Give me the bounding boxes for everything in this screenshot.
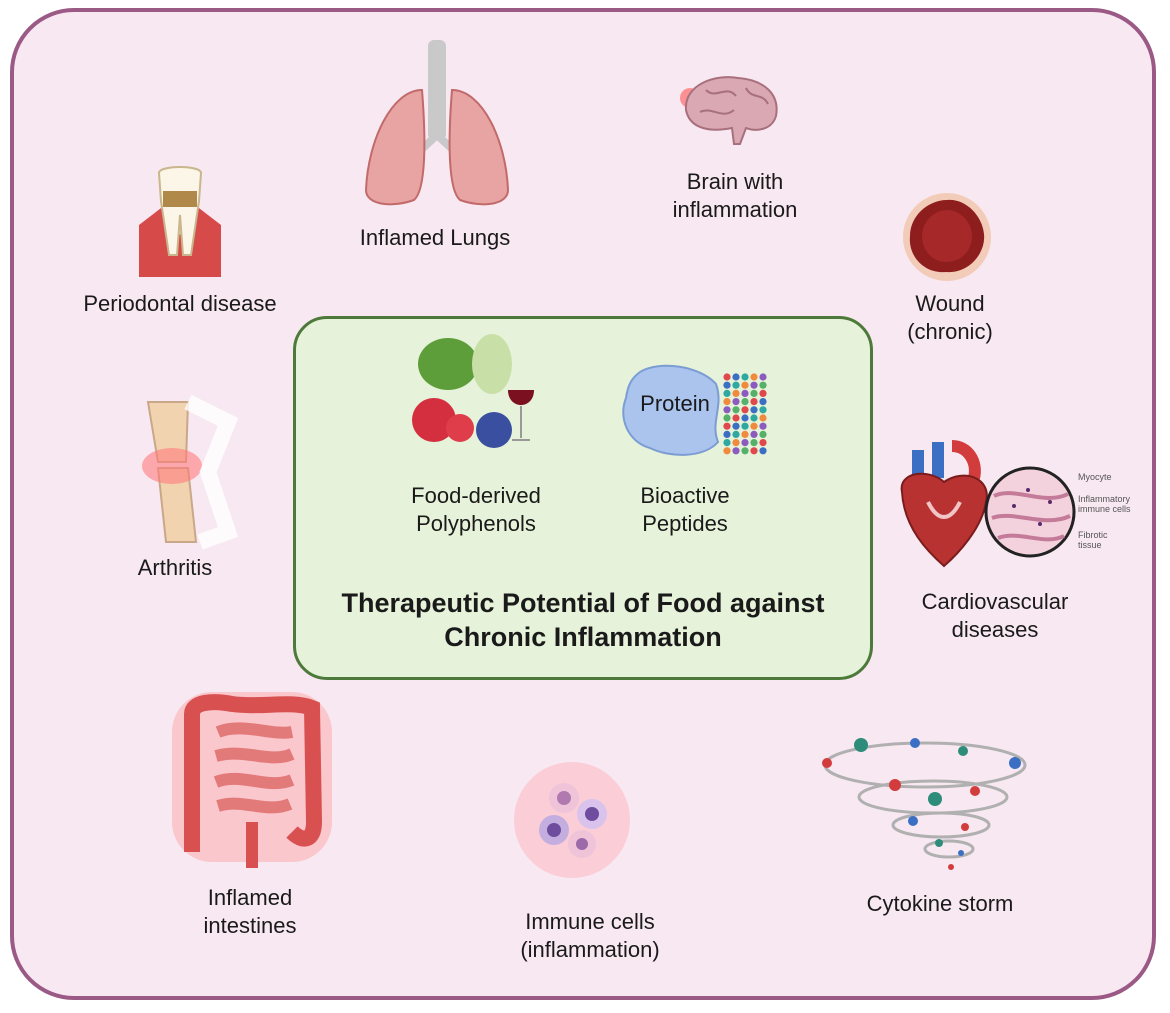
histology-label-myocyte: Myocyte [1078, 472, 1112, 482]
cardio-label: Cardiovascular diseases [921, 589, 1069, 642]
peptide-bead [750, 381, 758, 389]
histology-label-immune-cells: Inflammatory immune cells [1078, 494, 1131, 514]
protein-text: Protein [640, 391, 710, 416]
peptide-bead [732, 422, 740, 430]
peptide-bead [759, 373, 767, 381]
peptide-bead [723, 389, 731, 397]
peptides-label: Bioactive Peptides [640, 483, 730, 536]
peptide-bead [741, 381, 749, 389]
peptide-bead [732, 414, 740, 422]
immune-cells-icon [514, 762, 630, 878]
peptide-bead [741, 422, 749, 430]
peptide-bead [723, 398, 731, 406]
peptide-bead [741, 389, 749, 397]
peptide-bead [732, 381, 740, 389]
brain-icon [680, 76, 778, 145]
heart-icon [900, 440, 988, 568]
peptide-bead [750, 389, 758, 397]
peptide-bead [741, 373, 749, 381]
peptide-bead [723, 422, 731, 430]
cytokine-storm-icon [822, 738, 1027, 870]
peptide-bead [750, 373, 758, 381]
histology-label-fibrotic: Fibrotic tissue [1078, 530, 1108, 550]
knee-joint-icon [142, 394, 239, 550]
peptide-bead [723, 430, 731, 438]
center-panel [293, 316, 873, 680]
peptide-bead [723, 439, 731, 447]
peptide-bead [723, 447, 731, 455]
peptide-bead [741, 447, 749, 455]
peptide-bead [750, 430, 758, 438]
peptide-bead [759, 439, 767, 447]
brain-label: Brain with inflammation [672, 169, 798, 222]
periodontal-label: Periodontal disease [83, 291, 277, 316]
peptide-bead [723, 373, 731, 381]
peptide-bead [741, 414, 749, 422]
peptide-bead [759, 406, 767, 414]
peptide-bead [759, 398, 767, 406]
histology-circle-icon [984, 466, 1076, 558]
peptide-bead [741, 439, 749, 447]
peptide-bead [732, 398, 740, 406]
peptide-bead [750, 447, 758, 455]
peptide-bead [732, 389, 740, 397]
tooth-icon [139, 166, 221, 277]
wound-label: Wound (chronic) [907, 291, 993, 344]
polyphenol-foods-icon [412, 334, 534, 448]
peptide-bead [723, 406, 731, 414]
lungs-icon [364, 40, 510, 206]
peptide-bead [759, 447, 767, 455]
intestines-icon [172, 692, 332, 868]
peptide-bead [732, 430, 740, 438]
peptide-bead [750, 398, 758, 406]
peptide-bead [741, 430, 749, 438]
peptide-bead [759, 414, 767, 422]
polyphenols-label: Food-derived Polyphenols [411, 483, 541, 536]
lungs-label: Inflamed Lungs [359, 225, 511, 250]
center-title: Therapeutic Potential of Food against Ch… [341, 588, 825, 652]
peptide-bead [732, 447, 740, 455]
peptide-bead [741, 406, 749, 414]
peptide-bead [750, 439, 758, 447]
protein-blob-icon [622, 364, 720, 456]
peptide-bead [759, 430, 767, 438]
peptide-beads-icon [723, 373, 767, 455]
peptide-bead [750, 414, 758, 422]
peptide-bead [732, 406, 740, 414]
peptide-bead [732, 373, 740, 381]
arthritis-label: Arthritis [137, 555, 213, 580]
peptide-bead [759, 381, 767, 389]
peptide-bead [759, 389, 767, 397]
peptide-bead [723, 381, 731, 389]
peptide-bead [750, 422, 758, 430]
peptide-bead [741, 398, 749, 406]
intestines-label: Inflamed intestines [203, 885, 297, 938]
peptide-bead [723, 414, 731, 422]
peptide-bead [759, 422, 767, 430]
wound-icon [903, 193, 991, 281]
cytokine-label: Cytokine storm [866, 891, 1014, 916]
immune-label: Immune cells (inflammation) [520, 909, 660, 962]
peptide-bead [732, 439, 740, 447]
peptide-bead [750, 406, 758, 414]
